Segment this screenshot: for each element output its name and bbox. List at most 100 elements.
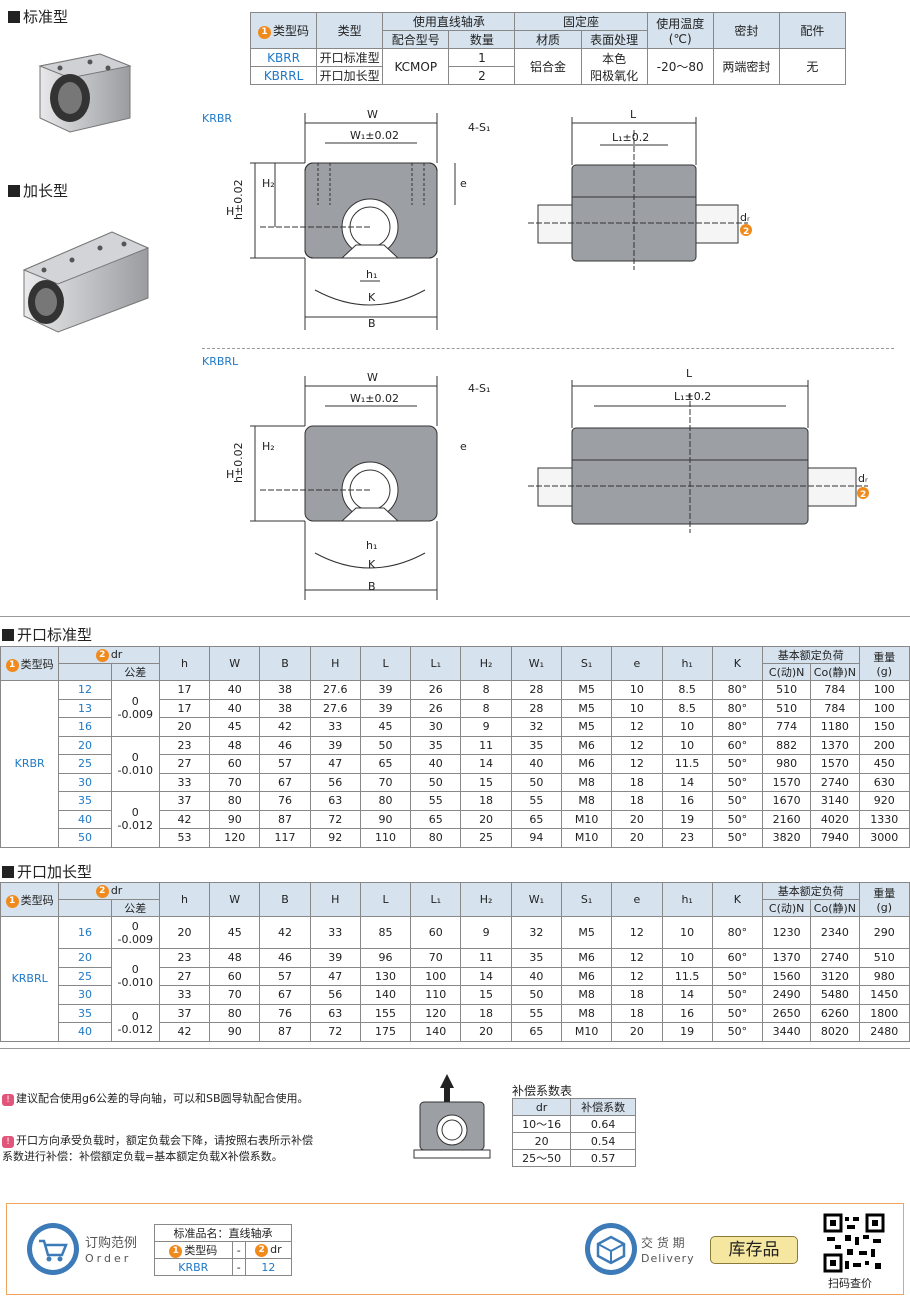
- value-cell: 80: [359, 791, 412, 811]
- value-cell: M8: [560, 791, 613, 811]
- value-cell: 450: [858, 754, 910, 774]
- value-cell: 60: [410, 916, 462, 949]
- dim-h1: h₁: [366, 268, 377, 281]
- value-cell: 40: [209, 680, 261, 700]
- type-code-cell[interactable]: KRBRL: [0, 916, 60, 1042]
- dr-cell[interactable]: 40: [58, 809, 112, 829]
- h-col: K: [711, 882, 764, 917]
- value-cell: 42: [158, 1022, 211, 1042]
- dim-L1: L₁±0.2: [674, 390, 711, 403]
- value-cell: 12: [611, 735, 663, 755]
- dr-cell[interactable]: 25: [58, 966, 112, 986]
- value-cell: 37: [158, 791, 211, 811]
- value-cell: 50: [510, 985, 562, 1005]
- value-cell: M6: [560, 966, 613, 986]
- value-cell: 80: [209, 1003, 261, 1023]
- type-code-cell[interactable]: KRBR: [0, 680, 60, 848]
- value-cell: 2480: [858, 1022, 910, 1042]
- spec-qty-cell: 2: [448, 66, 516, 85]
- value-cell: 37: [158, 1003, 211, 1023]
- dr-cell[interactable]: 30: [58, 985, 112, 1005]
- value-cell: 140: [359, 985, 412, 1005]
- value-cell: 16: [661, 791, 713, 811]
- value-cell: 23: [158, 735, 211, 755]
- dim-H: H: [226, 205, 234, 218]
- value-cell: 94: [510, 828, 562, 848]
- dim-e: e: [460, 440, 467, 453]
- value-cell: 80: [209, 791, 261, 811]
- spec-code-cell[interactable]: KBRR: [249, 48, 318, 67]
- value-cell: 55: [510, 1003, 562, 1023]
- value-cell: 1560: [762, 966, 812, 986]
- value-cell: 42: [259, 717, 311, 737]
- h-col: S₁: [560, 882, 613, 917]
- value-cell: 100: [858, 680, 910, 700]
- value-cell: 60: [209, 754, 261, 774]
- value-cell: 980: [858, 966, 910, 986]
- value-cell: 18: [460, 791, 512, 811]
- value-cell: 20: [158, 916, 211, 949]
- dr-cell[interactable]: 30: [58, 772, 112, 792]
- value-cell: 50: [359, 735, 412, 755]
- tolerance-cell: 0-0.010: [110, 948, 160, 1005]
- value-cell: 80°: [711, 916, 764, 949]
- dr-cell[interactable]: 16: [58, 916, 112, 949]
- spec-h-material: 材质: [514, 30, 582, 49]
- h-col: B: [259, 882, 311, 917]
- value-cell: 56: [309, 985, 361, 1005]
- value-cell: 10: [611, 698, 663, 718]
- comp-h-dr: dr: [511, 1098, 572, 1116]
- value-cell: 32: [510, 717, 562, 737]
- h-col: S₁: [560, 646, 613, 681]
- value-cell: 38: [259, 680, 311, 700]
- value-cell: 11: [460, 948, 512, 968]
- value-cell: 65: [359, 754, 412, 774]
- value-cell: 12: [611, 948, 663, 968]
- dim-H2: H₂: [262, 177, 275, 190]
- dr-cell[interactable]: 35: [58, 1003, 112, 1023]
- value-cell: 12: [611, 754, 663, 774]
- dr-cell[interactable]: 20: [58, 948, 112, 968]
- stock-badge: 库存品: [710, 1236, 798, 1264]
- qr-code-icon[interactable]: [823, 1213, 885, 1273]
- value-cell: 15: [460, 772, 512, 792]
- value-cell: 50: [410, 772, 462, 792]
- comp-table-title: 补偿系数表: [512, 1084, 573, 1098]
- dr-cell[interactable]: 40: [58, 1022, 112, 1042]
- spec-material-cell: 铝合金: [514, 48, 582, 85]
- dr-cell[interactable]: 35: [58, 791, 112, 811]
- order-std-name: 标准品名：直线轴承: [154, 1224, 292, 1242]
- tolerance-cell: 0-0.012: [110, 791, 160, 848]
- dr-cell[interactable]: 25: [58, 754, 112, 774]
- dr-cell[interactable]: 20: [58, 735, 112, 755]
- order-example-code: KRBR: [154, 1258, 233, 1276]
- value-cell: 26: [410, 698, 462, 718]
- comp-cell: 10～16: [511, 1115, 572, 1133]
- value-cell: M5: [560, 717, 613, 737]
- value-cell: 55: [510, 791, 562, 811]
- value-cell: 27: [158, 754, 211, 774]
- dr-cell[interactable]: 12: [58, 680, 112, 700]
- spec-code-cell[interactable]: KBRRL: [249, 66, 318, 85]
- value-cell: 100: [410, 966, 462, 986]
- value-cell: 14: [460, 966, 512, 986]
- tolerance-cell: 0-0.012: [110, 1003, 160, 1042]
- heading-extended: 加长型: [8, 180, 68, 201]
- value-cell: 42: [259, 916, 311, 949]
- value-cell: 50°: [711, 1022, 764, 1042]
- value-cell: 10: [661, 948, 713, 968]
- value-cell: 14: [661, 985, 713, 1005]
- value-cell: 39: [309, 735, 361, 755]
- value-cell: 70: [359, 772, 412, 792]
- section-divider: [0, 1048, 910, 1049]
- value-cell: 80°: [711, 680, 764, 700]
- dr-cell[interactable]: 16: [58, 717, 112, 737]
- dr-cell[interactable]: 13: [58, 698, 112, 718]
- h-col: W₁: [510, 882, 562, 917]
- value-cell: 96: [359, 948, 412, 968]
- dr-cell[interactable]: 50: [58, 828, 112, 848]
- value-cell: 27: [158, 966, 211, 986]
